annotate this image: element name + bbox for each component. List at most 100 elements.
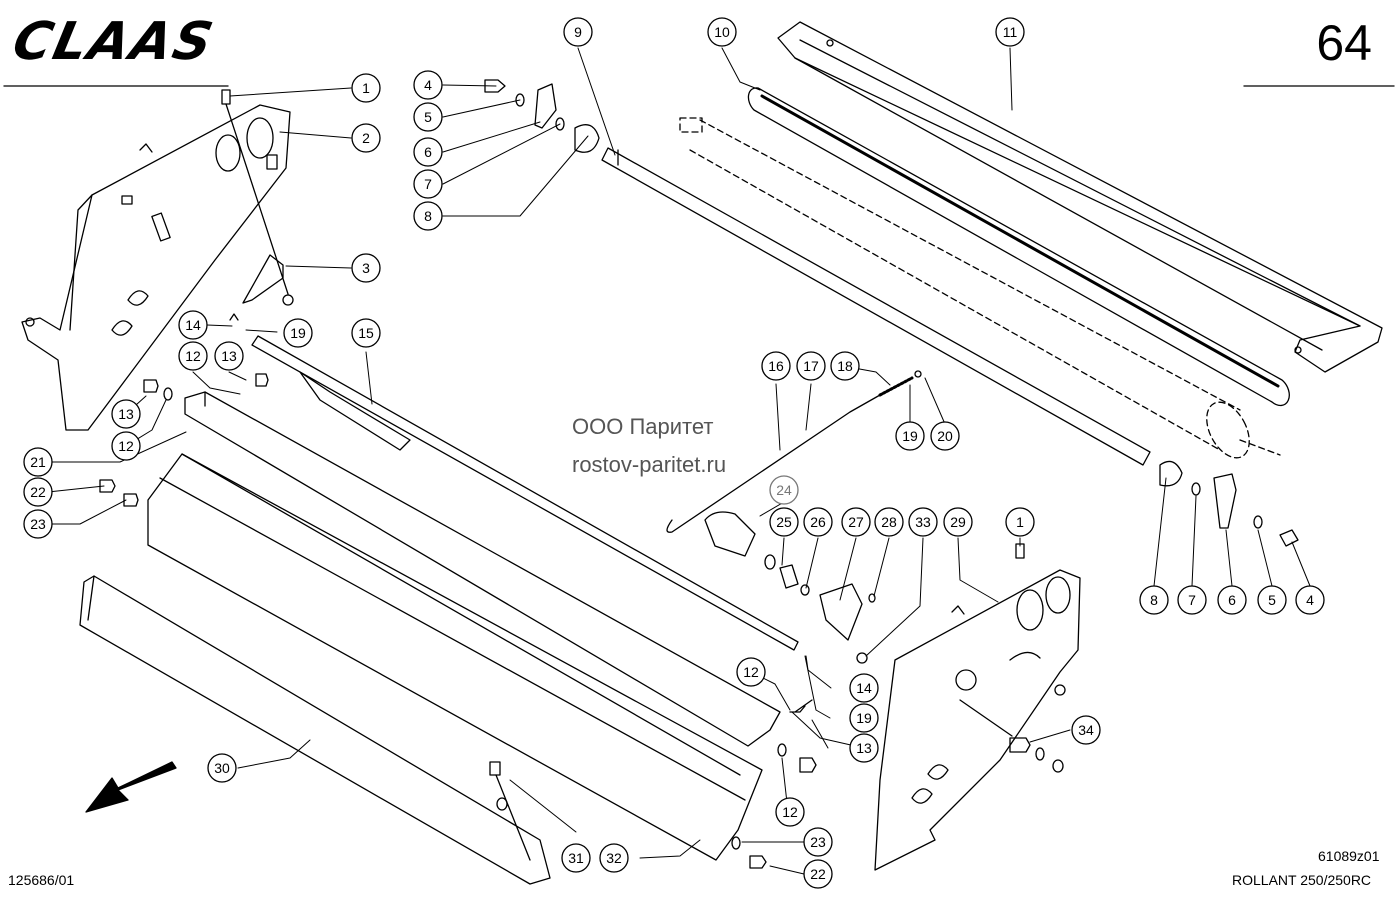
callout-circle [830, 351, 860, 381]
callout-circle [841, 507, 871, 537]
callout-number: 21 [30, 454, 46, 470]
callout-bubble: 13 [111, 399, 141, 429]
callout-circle [1257, 585, 1287, 615]
callout-number: 16 [768, 358, 784, 374]
callout-bubble: 33 [908, 507, 938, 537]
callout-circle [178, 341, 208, 371]
callout-circle [111, 431, 141, 461]
callout-circle [23, 447, 53, 477]
callout-number: 13 [856, 740, 872, 756]
callout-number: 22 [30, 484, 46, 500]
callout-circle [178, 310, 208, 340]
callout-bubble: 29 [943, 507, 973, 537]
model-name: ROLLANT 250/250RC [1232, 872, 1372, 888]
lower-bearing-group [1159, 460, 1299, 547]
callout-number: 7 [1188, 592, 1196, 608]
callout-number: 7 [424, 176, 432, 192]
callout-bubble: 13 [214, 341, 244, 371]
callout-number: 4 [1306, 592, 1314, 608]
callout-number: 17 [803, 358, 819, 374]
callout-circle [803, 827, 833, 857]
callout-bubble: 1 [351, 73, 381, 103]
callout-number: 4 [424, 77, 432, 93]
callout-bubble: 5 [413, 102, 443, 132]
callout-circle [796, 351, 826, 381]
lower-fasteners [99, 313, 817, 869]
callout-circle [413, 70, 443, 100]
callout-number: 12 [743, 664, 759, 680]
callout-bubble: 8 [413, 201, 443, 231]
callout-number: 19 [902, 428, 918, 444]
callout-number: 6 [424, 144, 432, 160]
callout-bubble: 25 [769, 507, 799, 537]
callout-circle [769, 507, 799, 537]
callout-circle [1071, 715, 1101, 745]
callout-number: 30 [214, 760, 230, 776]
callout-bubble: 22 [803, 859, 833, 889]
callout-circle [874, 507, 904, 537]
callout-circle [761, 351, 791, 381]
callout-bubble: 17 [796, 351, 826, 381]
callout-bubble: 21 [23, 447, 53, 477]
callout-number: 1 [362, 80, 370, 96]
callout-circle [849, 733, 879, 763]
callout-number: 1 [1016, 514, 1024, 530]
callout-bubble: 6 [1217, 585, 1247, 615]
callout-circle [207, 753, 237, 783]
callout-circle [599, 843, 629, 873]
callout-bubble: 7 [1177, 585, 1207, 615]
callout-circle [283, 318, 313, 348]
watermark-url: rostov-paritet.ru [572, 452, 727, 477]
drawing-code-left: 125686/01 [8, 872, 75, 888]
callout-number: 12 [782, 804, 798, 820]
callout-circle [351, 318, 381, 348]
callout-number: 34 [1078, 722, 1094, 738]
callout-number: 19 [856, 710, 872, 726]
watermark-company: ООО Паритет [572, 414, 714, 439]
callout-circle [351, 73, 381, 103]
callout-circle [413, 169, 443, 199]
callout-circle [803, 859, 833, 889]
callout-circle [775, 797, 805, 827]
callout-number: 18 [837, 358, 853, 374]
callout-number: 28 [881, 514, 897, 530]
callout-number: 10 [714, 24, 730, 40]
callout-circle [849, 703, 879, 733]
callout-circle [1295, 585, 1325, 615]
main-deflector-sheet [147, 453, 763, 861]
callout-bubble: 16 [761, 351, 791, 381]
callout-bubble: 10 [707, 17, 737, 47]
callout-number: 25 [776, 514, 792, 530]
callout-circle [1005, 507, 1035, 537]
callout-bubble: 12 [775, 797, 805, 827]
callout-number: 22 [810, 866, 826, 882]
shaft [601, 147, 1151, 466]
callout-number: 8 [424, 208, 432, 224]
callout-bubble: 8 [1139, 585, 1169, 615]
callout-circle [930, 421, 960, 451]
callout-bubble: 12 [178, 341, 208, 371]
callout-circle [1217, 585, 1247, 615]
callout-bubble: 4 [413, 70, 443, 100]
callout-circle [351, 253, 381, 283]
callout-bubble: 7 [413, 169, 443, 199]
callout-circle [736, 657, 766, 687]
callout-bubble: 32 [599, 843, 629, 873]
left-side-plate [21, 104, 291, 431]
callout-number: 12 [185, 348, 201, 364]
damper-assembly [704, 511, 876, 664]
long-rod [251, 335, 799, 651]
callout-number: 9 [574, 24, 582, 40]
bottom-guide-strip [79, 575, 551, 885]
callout-number: 13 [221, 348, 237, 364]
callout-bubble: 34 [1071, 715, 1101, 745]
callout-circle [351, 123, 381, 153]
callout-bubble: 19 [283, 318, 313, 348]
callout-circle [23, 509, 53, 539]
callout-number: 26 [810, 514, 826, 530]
callout-bubble: 12 [736, 657, 766, 687]
bolt-and-link-rod [221, 89, 294, 306]
callout-bubble: 22 [23, 477, 53, 507]
